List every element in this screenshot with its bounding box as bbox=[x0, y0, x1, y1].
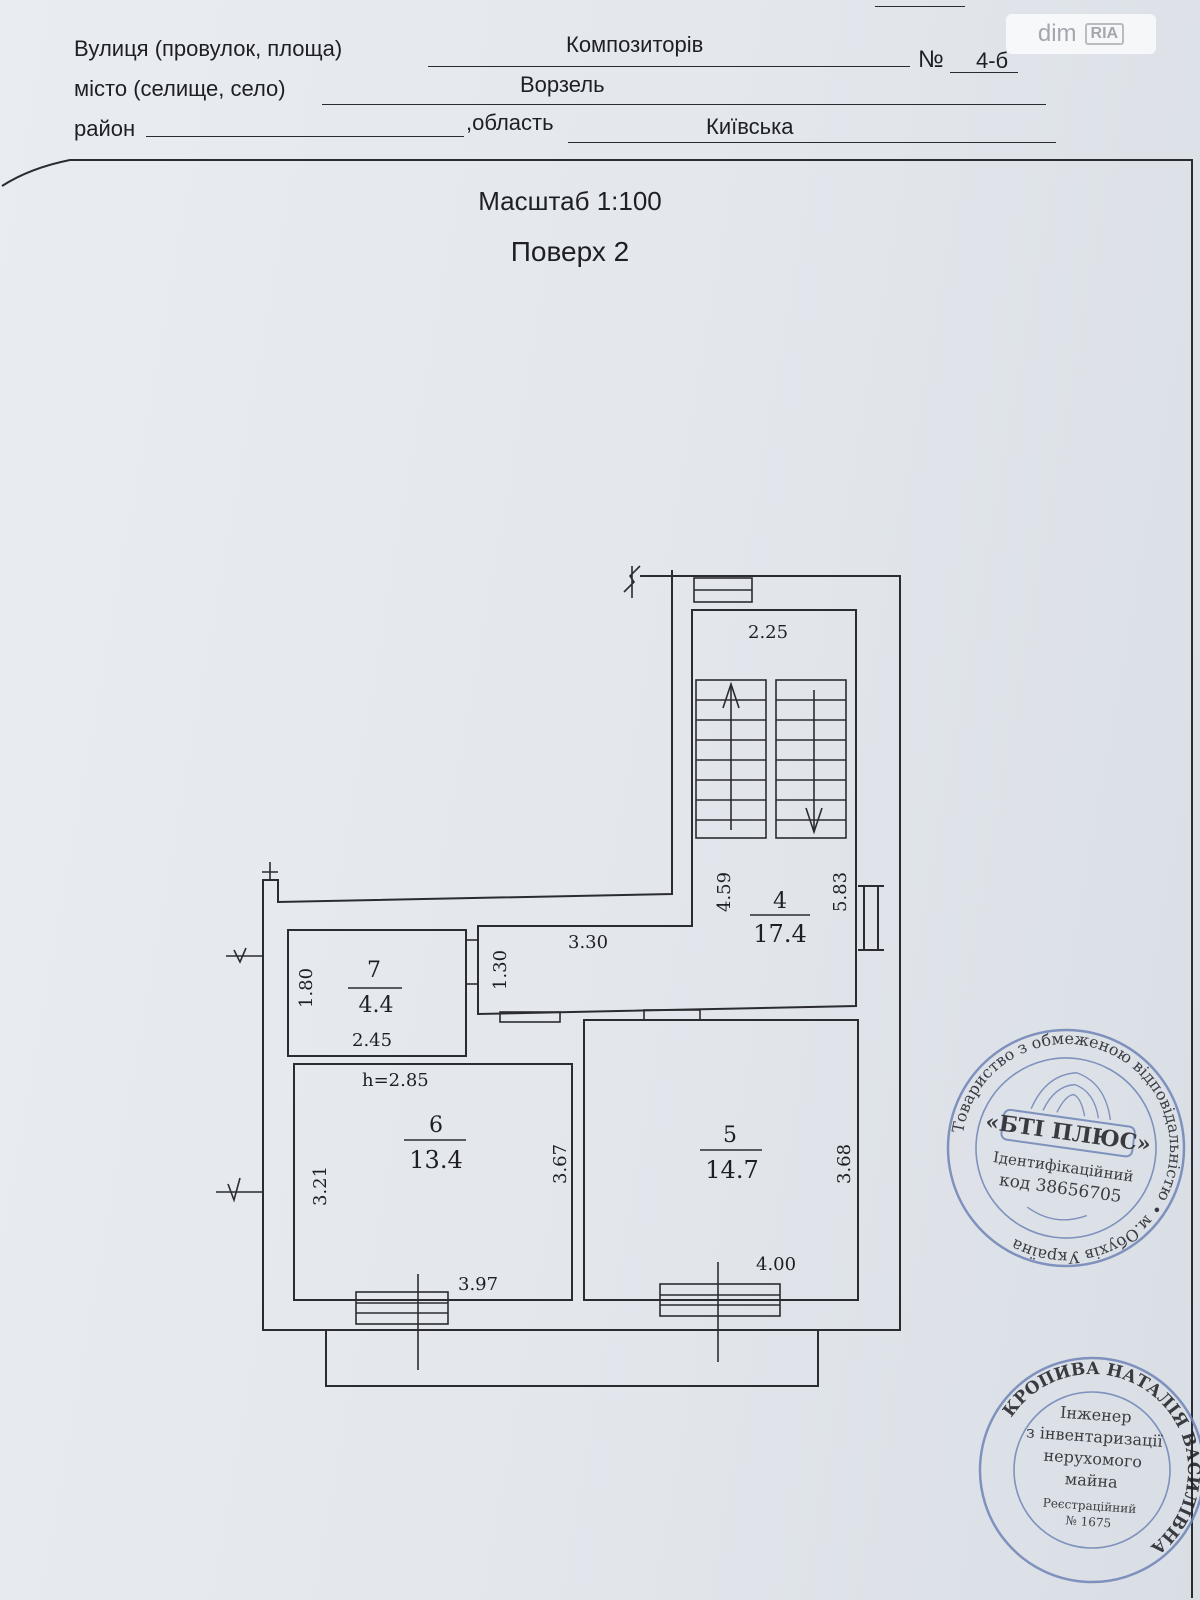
stair-flight-up bbox=[695, 679, 767, 839]
break-left-mid bbox=[226, 947, 262, 964]
windows bbox=[355, 939, 781, 1370]
street-underline bbox=[428, 66, 910, 67]
city-underline bbox=[322, 104, 1046, 105]
engineer-line6: № 1675 bbox=[1065, 1513, 1112, 1530]
city-label: місто (селище, село) bbox=[74, 76, 286, 101]
top-cut-line bbox=[875, 6, 965, 7]
break-left-low bbox=[216, 1177, 262, 1203]
balcony-wall bbox=[325, 1330, 819, 1387]
engineer-line1: Інженер bbox=[1060, 1403, 1133, 1427]
window-room6 bbox=[355, 1291, 449, 1325]
dim-room4-outer: 5.83 bbox=[830, 872, 851, 912]
dimension-labels: 2.25 4.59 5.83 3.30 1.30 1.80 2.45 h=2.8… bbox=[296, 622, 855, 1295]
dim-room6-width: 3.97 bbox=[458, 1274, 498, 1295]
dim-room5-width: 4.00 bbox=[756, 1254, 796, 1275]
engineer-stamp: КРОПИВА НАТАЛІЯ ВАСИЛІВНА Інженер з інве… bbox=[978, 1352, 1200, 1584]
room5-wall bbox=[583, 1019, 859, 1301]
company-stamp: Товариство з обмеженою відповідальністю … bbox=[931, 1014, 1200, 1283]
sunflower-icon bbox=[1030, 1072, 1112, 1120]
region-value: Київська bbox=[706, 114, 794, 139]
dim-room6-right: 3.67 bbox=[550, 1144, 571, 1184]
room5-number: 5 bbox=[723, 1123, 737, 1148]
door-room7 bbox=[465, 939, 479, 985]
watermark-badge: RIA bbox=[1084, 23, 1125, 45]
room6-area: 13.4 bbox=[409, 1146, 462, 1174]
dim-room7-width: 2.45 bbox=[352, 1030, 392, 1051]
plan-walls bbox=[262, 570, 901, 1387]
dim-corridor-width: 1.30 bbox=[490, 950, 511, 990]
sheet-frame bbox=[1, 159, 1193, 1598]
number-value: 4-б bbox=[976, 48, 1009, 73]
door-corridor bbox=[499, 1011, 561, 1023]
district-underline bbox=[146, 136, 464, 137]
region-underline bbox=[568, 142, 1056, 143]
right-window bbox=[858, 885, 884, 951]
room7-area: 4.4 bbox=[359, 993, 394, 1018]
staircase bbox=[693, 577, 847, 839]
watermark-logo: dim RIA bbox=[1006, 14, 1156, 54]
dim-room6-left: 3.21 bbox=[310, 1166, 331, 1206]
watermark-brand: dim bbox=[1037, 20, 1077, 47]
room-labels: 7 4.4 4 17.4 6 13.4 5 14.7 bbox=[348, 889, 810, 1184]
height-note: h=2.85 bbox=[362, 1070, 429, 1091]
room4-inner-wall bbox=[477, 609, 857, 1016]
room6-wall bbox=[293, 1063, 573, 1301]
dim-stair-width: 2.25 bbox=[748, 622, 788, 643]
room4-number: 4 bbox=[773, 889, 787, 914]
room4-area: 17.4 bbox=[753, 920, 806, 948]
engineer-line4: майна bbox=[1064, 1469, 1119, 1492]
district-label: район bbox=[74, 116, 136, 141]
break-left-upper bbox=[262, 862, 278, 880]
break-top bbox=[623, 565, 641, 598]
dim-room5-height: 3.68 bbox=[834, 1144, 855, 1184]
region-label: ,область bbox=[466, 110, 554, 135]
room7-wall bbox=[287, 929, 467, 1057]
window-room5 bbox=[659, 1283, 781, 1317]
engineer-line3: нерухомого bbox=[1043, 1446, 1143, 1472]
dim-corridor-length: 3.30 bbox=[568, 932, 608, 953]
number-label: № bbox=[918, 46, 944, 73]
plan-scale: Масштаб 1:100 bbox=[478, 186, 662, 216]
city-value: Ворзель bbox=[520, 72, 605, 97]
room7-number: 7 bbox=[367, 958, 381, 983]
outer-wall bbox=[262, 570, 901, 1331]
engineer-line5: Реєстраційний bbox=[1042, 1496, 1136, 1516]
break-marks bbox=[216, 565, 641, 1203]
room6-number: 6 bbox=[429, 1113, 443, 1138]
street-value: Композиторів bbox=[566, 32, 704, 57]
plan-floor: Поверх 2 bbox=[510, 236, 630, 267]
street-label: Вулиця (провулок, площа) bbox=[74, 36, 343, 61]
number-underline bbox=[950, 72, 1018, 73]
dim-room4-inner: 4.59 bbox=[714, 872, 735, 912]
stair-flight-down bbox=[775, 679, 847, 839]
door-room5-top bbox=[643, 1009, 701, 1021]
dim-room7-height: 1.80 bbox=[296, 968, 317, 1008]
room5-area: 14.7 bbox=[705, 1156, 758, 1184]
